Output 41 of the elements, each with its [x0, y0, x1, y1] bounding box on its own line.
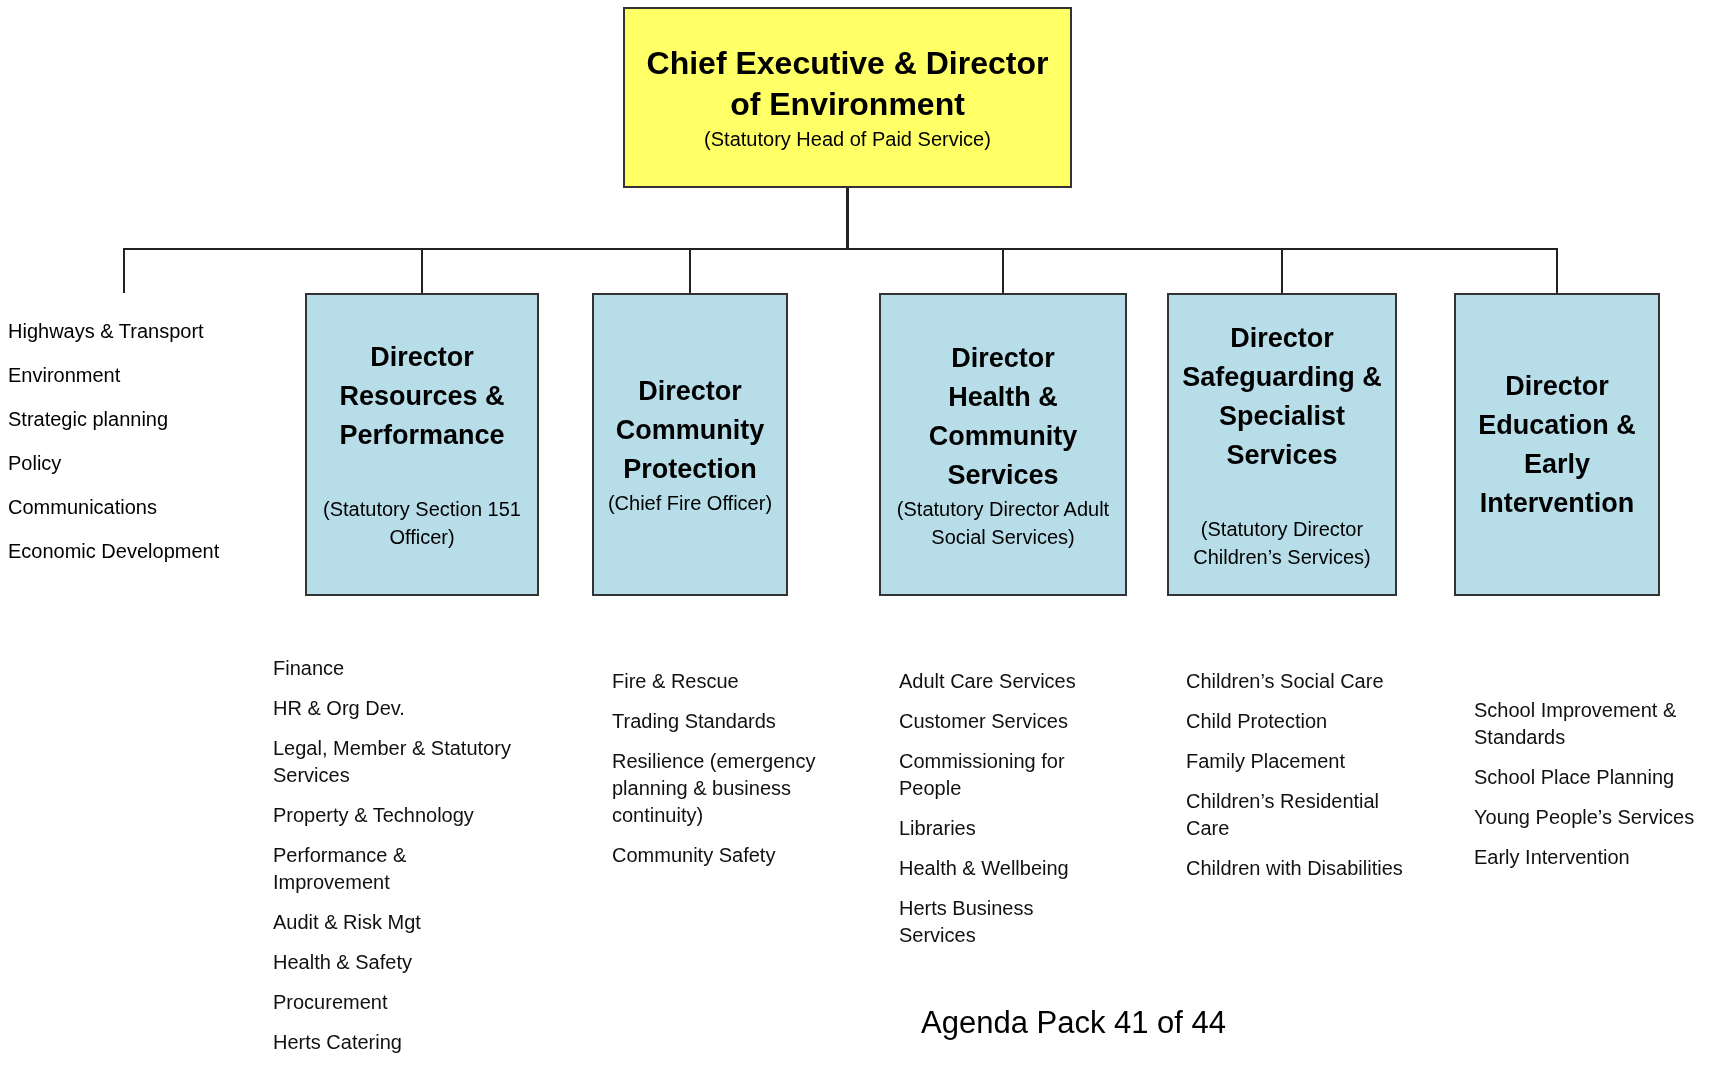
list-item: Performance & Improvement	[273, 843, 408, 895]
page-footer-text: Agenda Pack 41 of 44	[921, 1005, 1227, 1041]
list-item: Customer Services	[899, 709, 1069, 734]
list-item: Young People’s Services	[1474, 805, 1696, 830]
list-item: Herts Business Services	[899, 896, 1035, 948]
list-item: Children’s Residential Care	[1186, 789, 1381, 841]
list-item: Strategic planning	[8, 407, 169, 432]
executive-box: Chief Executive & Director of Environment (Statutory Head of Paid Service)	[623, 7, 1072, 188]
list-item: Fire & Rescue	[612, 669, 740, 694]
list-item: Children with Disabilities	[1186, 856, 1404, 881]
list-item: Adult Care Services	[899, 669, 1077, 694]
list-item: Property & Technology	[273, 803, 475, 828]
list-item: Legal, Member & Statutory Services	[273, 736, 512, 788]
list-item: Finance	[273, 656, 346, 681]
list-item: Resilience (emergency planning & business continuity)	[612, 749, 817, 828]
list-item: HR & Org Dev.	[273, 696, 406, 721]
list-item: Audit & Risk Mgt	[273, 910, 422, 935]
list-item: Economic Development	[8, 539, 220, 564]
list-item: Children’s Social Care	[1186, 669, 1385, 694]
list-item: Herts Catering	[273, 1030, 403, 1055]
list-item: Highways & Transport	[8, 319, 204, 344]
list-item: Trading Standards	[612, 709, 777, 734]
list-item: Procurement	[273, 990, 389, 1015]
list-item: Policy	[8, 451, 62, 476]
list-item: Health & Wellbeing	[899, 856, 1070, 881]
director-box: Director Education & Early Intervention	[1454, 293, 1660, 596]
director-box: Director Resources & Performance (Statutory Section 151 Officer)	[305, 293, 539, 596]
list-item: Commissioning for People	[899, 749, 1066, 801]
list-item: Early Intervention	[1474, 845, 1631, 870]
director-box: Director Safeguarding & Specialist Services (Statutory Director Children’s Services)	[1167, 293, 1397, 596]
list-item: Communications	[8, 495, 157, 520]
director-box: Director Community Protection (Chief Fire Officer)	[592, 293, 788, 596]
list-item: School Place Planning	[1474, 765, 1676, 790]
director-box: Director Health & Community Services (Statutory Director Adult Social Services)	[879, 293, 1127, 596]
list-item: Family Placement	[1186, 749, 1346, 774]
list-item: Health & Safety	[273, 950, 413, 975]
list-item: Libraries	[899, 816, 977, 841]
list-item: Child Protection	[1186, 709, 1329, 734]
list-item: Environment	[8, 363, 121, 388]
list-item: Community Safety	[612, 843, 777, 868]
list-item: School Improvement & Standards	[1474, 698, 1678, 750]
